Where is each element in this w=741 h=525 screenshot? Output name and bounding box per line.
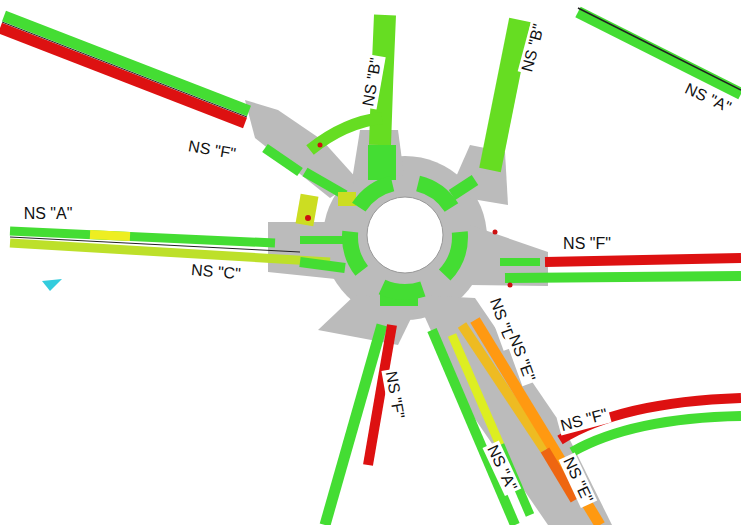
service-level-label: NS "F" (561, 235, 613, 253)
service-level-label: NS "F" (382, 368, 408, 422)
service-level-label: NS "F" (185, 137, 239, 163)
service-level-label: NS "A" (22, 205, 75, 223)
service-level-label: NS "C" (189, 261, 244, 283)
junction-area (245, 100, 612, 525)
